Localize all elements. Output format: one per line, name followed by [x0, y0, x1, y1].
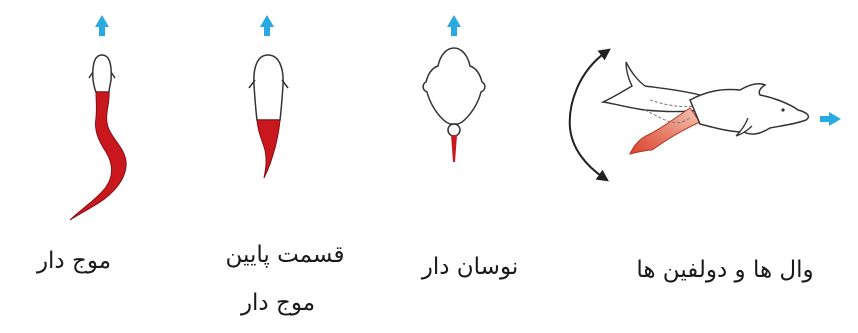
label-subcarangiform-line1: قسمت پایین: [200, 240, 370, 270]
label-subcarangiform-line2: موج دار: [218, 288, 338, 318]
panel-whales: [570, 52, 841, 178]
forward-arrow-icon: [820, 112, 841, 126]
panel-oscillatory: [423, 15, 485, 162]
eel-figure: [70, 55, 126, 220]
fish-figure: [249, 55, 288, 178]
oscillation-arc: [570, 52, 606, 178]
label-whales: وال ها و دولفین ها: [600, 255, 850, 285]
forward-arrow-icon: [447, 15, 461, 36]
dolphin-figure: [603, 62, 808, 154]
panel-subcarangiform: [249, 15, 288, 178]
forward-arrow-icon: [260, 15, 274, 36]
forward-arrow-icon: [95, 15, 109, 36]
boxfish-figure: [423, 48, 485, 162]
label-oscillatory: نوسان دار: [400, 252, 540, 282]
panel-undulatory: [70, 15, 126, 220]
label-undulatory: موج دار: [15, 246, 133, 276]
